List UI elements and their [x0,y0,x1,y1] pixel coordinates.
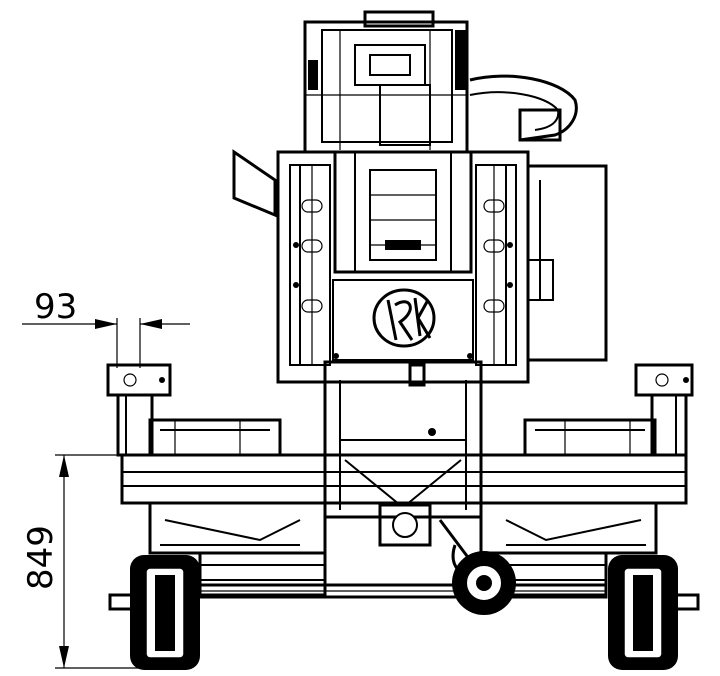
dimension-label-93: 93 [34,287,77,327]
engine-block [303,10,469,154]
dimension-horizontal: 93 [22,287,190,368]
left-side-arm [106,363,327,597]
logo-plate [332,279,474,361]
front-caster-wheel [378,503,516,615]
arrowhead-top [59,455,69,477]
exhaust-tube [469,74,578,142]
dimension-vertical: 849 [21,454,140,669]
arrowhead-left [95,319,117,329]
left-wheel [108,555,200,670]
lower-chassis [323,360,483,519]
dimension-label-849: 849 [21,525,61,590]
rk-logo-icon [372,288,436,348]
arrowhead-right [140,319,162,329]
left-flap [232,149,277,218]
right-wheel [608,555,700,670]
main-cross-beam [120,453,688,505]
central-frame [276,150,530,384]
right-side-box [526,164,608,362]
arrowhead-bottom [59,646,69,668]
